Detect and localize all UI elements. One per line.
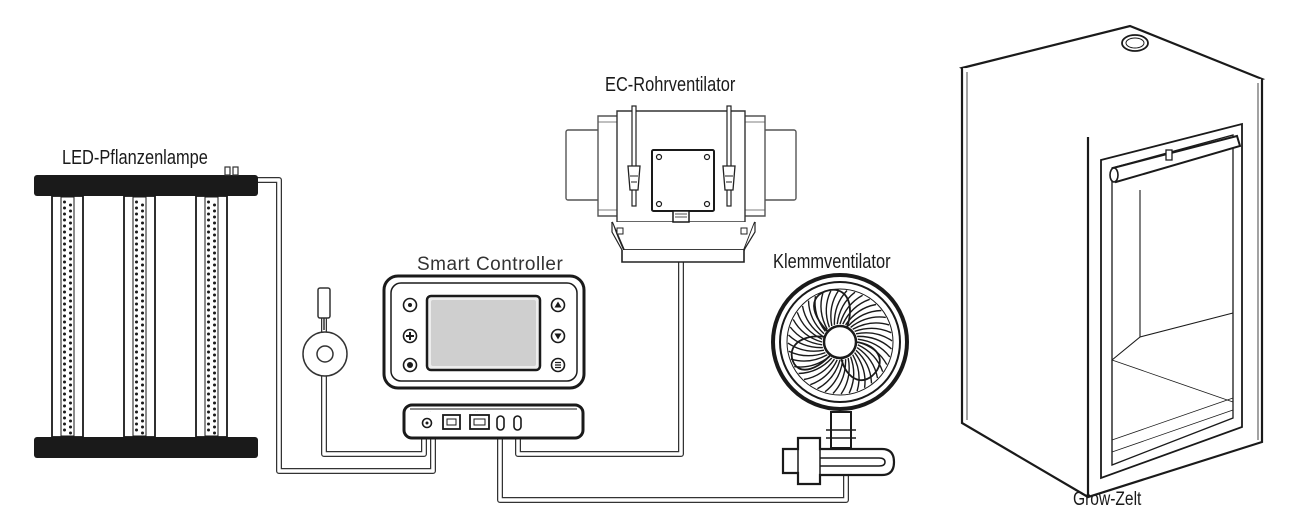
smart-controller: [382, 274, 586, 390]
ec-fan-terminal-box: [651, 149, 715, 212]
clip-fan: [771, 273, 909, 486]
label-smart-controller: Smart Controller: [417, 254, 564, 275]
lamp-bottom-bar: [34, 437, 258, 458]
fan-port-2: [513, 415, 522, 431]
fan-grille: [787, 289, 893, 395]
ec-inline-duct-fan: [565, 105, 797, 263]
label-ec-fan: EC-Rohrventilator: [605, 74, 736, 96]
controller-base: · · · ·: [402, 403, 585, 440]
label-grow-tent: Grow-Zelt: [1073, 489, 1142, 510]
label-clip-fan: Klemmventilator: [773, 251, 891, 273]
fan-port-1: [496, 415, 505, 431]
grow-tent: [959, 24, 1266, 499]
label-led-grow-lamp: LED-Pflanzenlampe: [62, 147, 208, 169]
fan-hub: [822, 324, 858, 360]
fan-blades: [790, 289, 881, 382]
cables: [255, 177, 849, 503]
led-strips: [51, 195, 228, 438]
lamp-top-bar: [34, 175, 258, 196]
temperature-sensor: [302, 287, 348, 377]
svg-text:· ·: · ·: [475, 409, 478, 413]
led-grow-lamp: [34, 166, 258, 458]
svg-text:· ·: · ·: [428, 409, 431, 413]
